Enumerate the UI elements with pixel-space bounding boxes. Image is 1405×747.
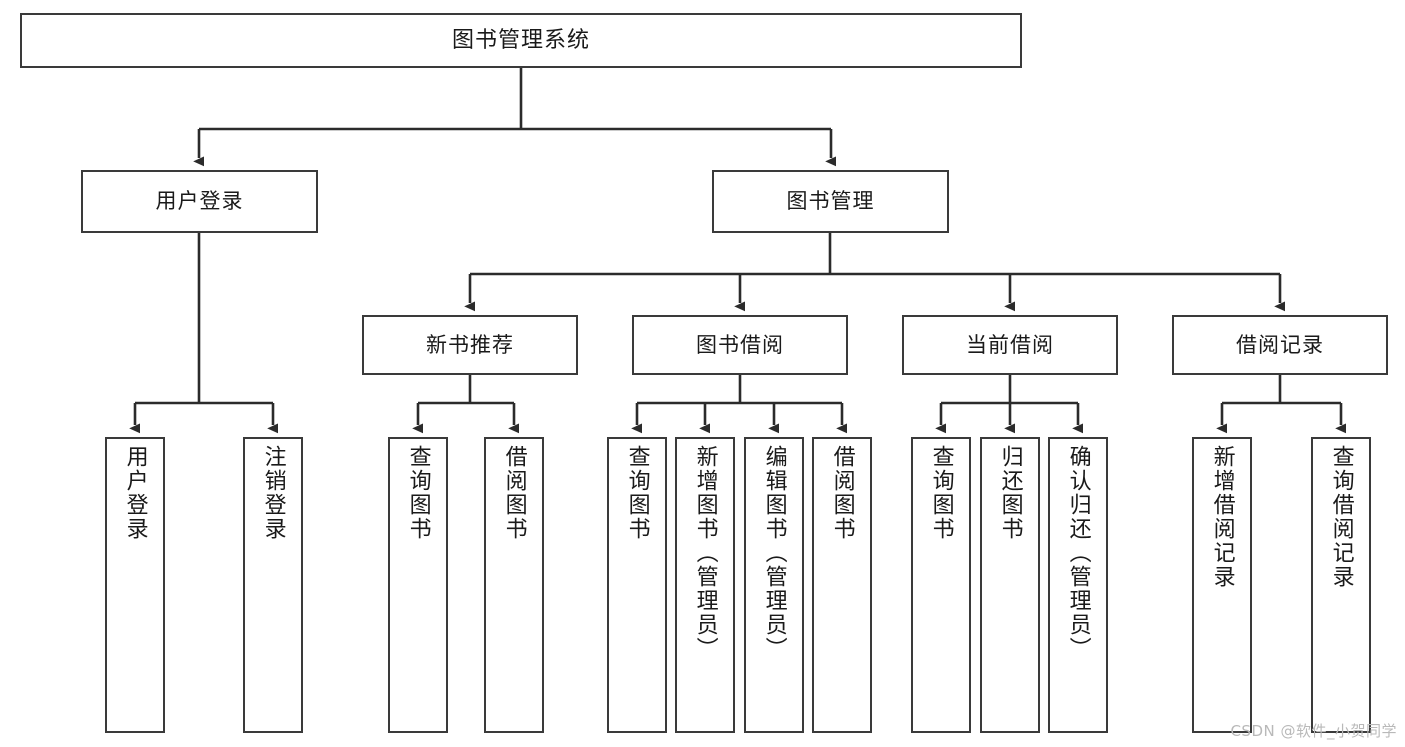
node-label: 新书推荐 [426, 332, 514, 357]
node-label: 查询图书 [405, 445, 431, 541]
node-label: 当前借阅 [966, 332, 1054, 357]
node-label: 新增图书（管理员） [692, 445, 718, 661]
node-user-login[interactable]: 用户登录 [81, 170, 318, 233]
leaf-new-book-query[interactable]: 查询图书 [388, 437, 448, 733]
node-label: 注销登录 [260, 445, 286, 541]
csdn-watermark: CSDN @软件_小贺同学 [1230, 722, 1397, 740]
leaf-new-book-borrow[interactable]: 借阅图书 [484, 437, 544, 733]
node-root-book-management-system[interactable]: 图书管理系统 [20, 13, 1022, 68]
node-label: 图书管理 [786, 189, 875, 214]
node-label: 查询借阅记录 [1328, 445, 1354, 589]
leaf-user-login-logout[interactable]: 注销登录 [243, 437, 303, 733]
leaf-current-borrow-query[interactable]: 查询图书 [911, 437, 971, 733]
node-book-borrow[interactable]: 图书借阅 [632, 315, 848, 375]
node-borrow-record[interactable]: 借阅记录 [1172, 315, 1388, 375]
leaf-book-borrow-add[interactable]: 新增图书（管理员） [675, 437, 735, 733]
leaf-current-borrow-return[interactable]: 归还图书 [980, 437, 1040, 733]
leaf-borrow-record-add[interactable]: 新增借阅记录 [1192, 437, 1252, 733]
node-label: 借阅记录 [1236, 332, 1324, 357]
leaf-user-login-login[interactable]: 用户登录 [105, 437, 165, 733]
node-label: 归还图书 [997, 445, 1023, 541]
node-label: 图书管理系统 [451, 27, 590, 53]
node-book-management[interactable]: 图书管理 [712, 170, 949, 233]
node-label: 用户登录 [122, 445, 148, 541]
node-label: 用户登录 [155, 189, 244, 214]
node-label: 编辑图书（管理员） [761, 445, 787, 661]
leaf-borrow-record-query[interactable]: 查询借阅记录 [1311, 437, 1371, 733]
node-label: 查询图书 [928, 445, 954, 541]
leaf-book-borrow-borrow[interactable]: 借阅图书 [812, 437, 872, 733]
node-label: 新增借阅记录 [1209, 445, 1235, 589]
node-new-book-recommend[interactable]: 新书推荐 [362, 315, 578, 375]
node-label: 借阅图书 [829, 445, 855, 541]
leaf-book-borrow-edit[interactable]: 编辑图书（管理员） [744, 437, 804, 733]
node-label: 确认归还（管理员） [1065, 445, 1091, 661]
node-label: 借阅图书 [501, 445, 527, 541]
node-current-borrow[interactable]: 当前借阅 [902, 315, 1118, 375]
leaf-book-borrow-query[interactable]: 查询图书 [607, 437, 667, 733]
node-label: 图书借阅 [696, 332, 784, 357]
node-label: 查询图书 [624, 445, 650, 541]
leaf-current-borrow-confirm-return[interactable]: 确认归还（管理员） [1048, 437, 1108, 733]
